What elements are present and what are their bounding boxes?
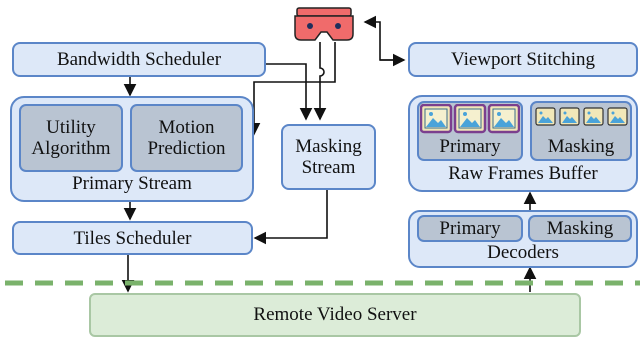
- arrow-viewport-to-headset: [363, 15, 398, 61]
- motion-prediction-box: Motion Prediction: [130, 104, 243, 172]
- viewport-stitching-label: Viewport Stitching: [451, 49, 595, 70]
- tiles-scheduler-box: Tiles Scheduler: [12, 221, 253, 255]
- utility-algorithm-label: Utility Algorithm: [31, 117, 111, 159]
- arrow-headset-to-primary: [247, 42, 336, 136]
- arrow-headset-down: [313, 42, 327, 121]
- image-frame-icon: [607, 107, 628, 126]
- utility-algorithm-box: Utility Algorithm: [19, 104, 123, 172]
- decoder-masking-box: Masking: [528, 215, 632, 242]
- decoder-primary-box: Primary: [417, 215, 523, 242]
- arrow-masking-to-tiles: [253, 190, 328, 245]
- masking-stream-label: Masking Stream: [295, 136, 362, 178]
- bandwidth-scheduler-label: Bandwidth Scheduler: [56, 49, 222, 70]
- remote-video-server-label: Remote Video Server: [253, 304, 417, 325]
- image-frame-icon: [420, 104, 453, 134]
- decoders-label: Decoders: [487, 242, 559, 263]
- tiles-scheduler-label: Tiles Scheduler: [73, 227, 192, 249]
- decoder-primary-label: Primary: [439, 218, 501, 239]
- image-frame-icon: [583, 107, 604, 126]
- viewport-stitching-box: Viewport Stitching: [408, 42, 638, 77]
- raw-frames-buffer-label: Raw Frames Buffer: [448, 163, 598, 184]
- image-frame-icon: [453, 104, 487, 134]
- motion-prediction-label: Motion Prediction: [147, 117, 226, 159]
- primary-buffer-label: Primary: [439, 136, 501, 157]
- remote-video-server-box: Remote Video Server: [89, 293, 581, 337]
- decoder-masking-label: Masking: [546, 218, 614, 239]
- bandwidth-scheduler-box: Bandwidth Scheduler: [12, 42, 266, 77]
- image-frame-icon: [487, 104, 520, 134]
- primary-frames-icons: [420, 104, 520, 134]
- arrow-bandwidth-to-stream: [266, 63, 313, 121]
- primary-stream-label: Primary Stream: [72, 173, 192, 194]
- image-frame-icon: [559, 107, 580, 126]
- masking-stream-box: Masking Stream: [281, 124, 376, 190]
- masking-buffer-label: Masking: [547, 136, 615, 157]
- vr-headset-icon: [294, 7, 354, 41]
- masking-frames-icons: [535, 107, 628, 126]
- masking-buffer-box: Masking: [530, 101, 632, 161]
- image-frame-icon: [535, 107, 556, 126]
